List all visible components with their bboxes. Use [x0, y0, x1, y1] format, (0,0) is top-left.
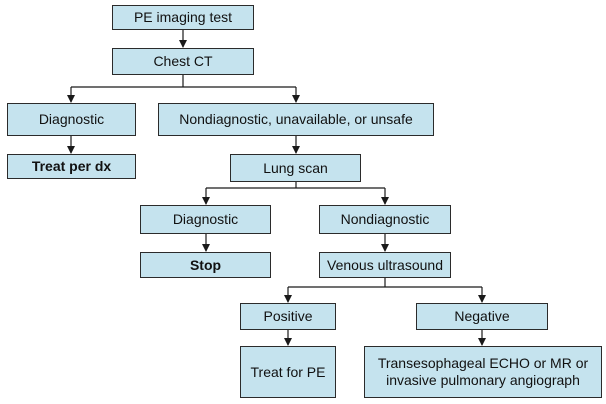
- node-lung-scan: Lung scan: [230, 154, 361, 182]
- node-alternative-imaging: Transesophageal ECHO or MR or invasive p…: [364, 346, 602, 398]
- node-treat-per-dx: Treat per dx: [7, 154, 136, 179]
- node-treat-for-pe: Treat for PE: [240, 346, 336, 398]
- node-negative: Negative: [416, 303, 548, 330]
- node-ct-diagnostic: Diagnostic: [7, 103, 136, 136]
- node-stop: Stop: [140, 252, 271, 278]
- node-chest-ct: Chest CT: [112, 48, 254, 75]
- node-lung-nondiagnostic: Nondiagnostic: [319, 205, 451, 234]
- node-lung-diagnostic: Diagnostic: [140, 205, 271, 234]
- node-pe-imaging-test: PE imaging test: [112, 5, 254, 30]
- node-positive: Positive: [240, 303, 336, 330]
- node-ct-nondiagnostic: Nondiagnostic, unavailable, or unsafe: [158, 103, 434, 136]
- node-venous-ultrasound: Venous ultrasound: [319, 252, 451, 278]
